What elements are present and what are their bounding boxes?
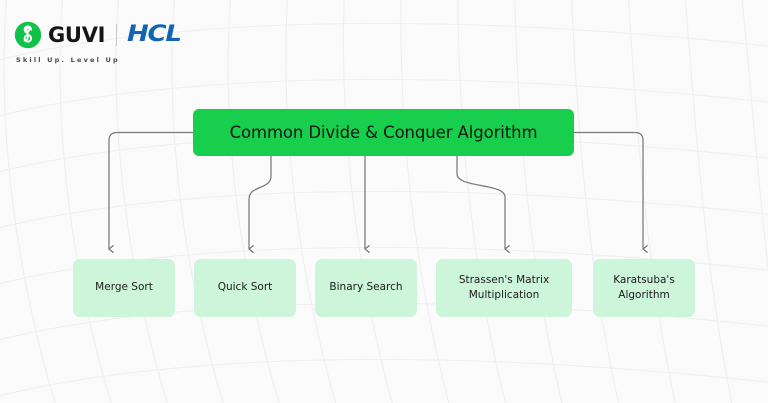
connector-strassen (456, 155, 510, 254)
leaf-node-merge-sort[interactable]: Merge Sort (73, 259, 175, 317)
brand-header: GUVI HCL Skill Up. Level Up (14, 20, 182, 64)
root-node-common-divide-conquer[interactable]: Common Divide & Conquer Algorithm (193, 109, 574, 156)
connector-karatsuba (573, 131, 648, 254)
root-node-label: Common Divide & Conquer Algorithm (229, 123, 538, 142)
guvi-wordmark: GUVI (48, 22, 106, 47)
leaf-node-binary-search[interactable]: Binary Search (315, 259, 417, 317)
connector-quick-sort (248, 155, 272, 254)
hcl-wordmark: HCL (127, 22, 182, 47)
leaf-node-label: Binary Search (329, 281, 403, 294)
brand-logo-row: GUVI HCL (14, 20, 182, 50)
guvi-g-mark-icon (14, 21, 42, 49)
leaf-node-label: Merge Sort (95, 281, 153, 294)
brand-divider (116, 24, 118, 46)
leaf-node-label: Quick Sort (217, 281, 273, 294)
connector-merge-sort (108, 131, 194, 254)
brand-tagline: Skill Up. Level Up (16, 56, 120, 64)
leaf-node-quick-sort[interactable]: Quick Sort (194, 259, 296, 317)
